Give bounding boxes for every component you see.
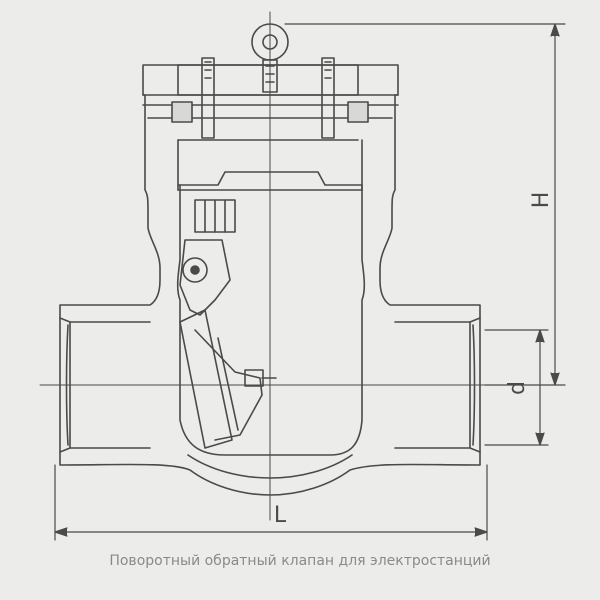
diameter-dimension-label: d	[505, 381, 530, 395]
image-caption: Поворотный обратный клапан для электрост…	[109, 553, 491, 569]
hinge-bracket	[179, 199, 236, 316]
length-dimension-label: L	[274, 503, 287, 528]
swing-disc	[179, 309, 277, 449]
right-cover-bolt	[321, 57, 369, 139]
height-dimension-label: H	[529, 192, 554, 209]
dimension-l	[54, 464, 488, 541]
valve-body-outline	[59, 64, 481, 496]
dimension-d	[484, 329, 549, 446]
dimension-h	[284, 23, 566, 386]
inner-cavity	[176, 184, 366, 456]
left-cover-bolt	[171, 57, 215, 139]
